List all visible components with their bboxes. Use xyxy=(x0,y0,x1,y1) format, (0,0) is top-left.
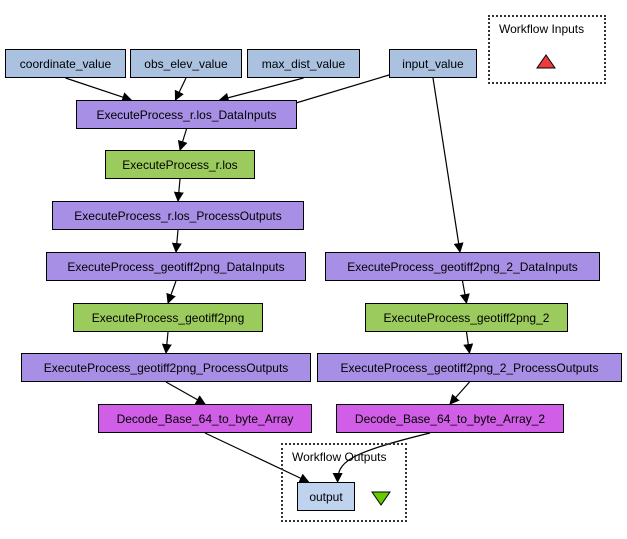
edge-g2p_processoutputs-to-decode1 xyxy=(165,381,206,405)
workflow-inputs-cluster xyxy=(488,15,606,84)
node-geotiff2png-datainputs[interactable]: ExecuteProcess_geotiff2png_DataInputs xyxy=(46,252,306,281)
node-rlos[interactable]: ExecuteProcess_r.los xyxy=(105,150,255,179)
node-geotiff2png-2-datainputs[interactable]: ExecuteProcess_geotiff2png_2_DataInputs xyxy=(325,252,600,281)
edge-g2p2_processoutputs-to-decode2 xyxy=(449,381,470,405)
edge-input_value-to-g2p2_datainputs xyxy=(432,77,464,253)
edge-rlos_processoutputs-to-g2p_datainputs xyxy=(171,229,182,253)
node-decode-base64-1[interactable]: Decode_Base_64_to_byte_Array xyxy=(98,404,312,433)
node-output[interactable]: output xyxy=(297,482,355,511)
edge-obs_elev_value-to-rlos_datainputs xyxy=(174,77,187,101)
node-decode-base64-2[interactable]: Decode_Base_64_to_byte_Array_2 xyxy=(336,404,564,433)
workflow-input-triangle-icon xyxy=(536,54,556,69)
edge-max_dist_value-to-rlos_datainputs xyxy=(218,77,304,103)
edge-g2p_datainputs-to-g2p xyxy=(166,280,177,304)
edge-rlos_datainputs-to-rlos xyxy=(177,128,188,151)
node-geotiff2png[interactable]: ExecuteProcess_geotiff2png xyxy=(73,303,263,332)
edge-g2p2-to-g2p2_processoutputs xyxy=(463,331,474,354)
edge-input_value-to-rlos_datainputs xyxy=(278,74,390,111)
edge-rlos-to-rlos_processoutputs xyxy=(173,178,184,202)
node-input-value[interactable]: input_value xyxy=(389,49,477,78)
node-rlos-processoutputs[interactable]: ExecuteProcess_r.los_ProcessOutputs xyxy=(52,201,304,230)
edge-decode1-to-output xyxy=(204,432,310,483)
node-geotiff2png-2-processoutputs[interactable]: ExecuteProcess_geotiff2png_2_ProcessOutp… xyxy=(317,353,622,382)
node-geotiff2png-2[interactable]: ExecuteProcess_geotiff2png_2 xyxy=(365,303,568,332)
node-rlos-datainputs[interactable]: ExecuteProcess_r.los_DataInputs xyxy=(76,100,297,129)
workflow-inputs-label: Workflow Inputs xyxy=(499,22,585,36)
node-max-dist-value[interactable]: max_dist_value xyxy=(247,49,360,78)
edge-g2p-to-g2p_processoutputs xyxy=(161,331,172,354)
edge-coordinate_value-to-rlos_datainputs xyxy=(65,77,133,102)
node-geotiff2png-processoutputs[interactable]: ExecuteProcess_geotiff2png_ProcessOutput… xyxy=(21,353,311,382)
workflow-output-triangle-icon xyxy=(371,491,391,506)
workflow-outputs-cluster xyxy=(281,443,407,522)
workflow-outputs-label: Workflow Outputs xyxy=(292,450,387,464)
node-coordinate-value[interactable]: coordinate_value xyxy=(5,49,126,78)
node-obs-elev-value[interactable]: obs_elev_value xyxy=(130,49,242,78)
edge-g2p2_datainputs-to-g2p2 xyxy=(459,280,470,304)
edge-decode2-to-output xyxy=(332,432,431,483)
